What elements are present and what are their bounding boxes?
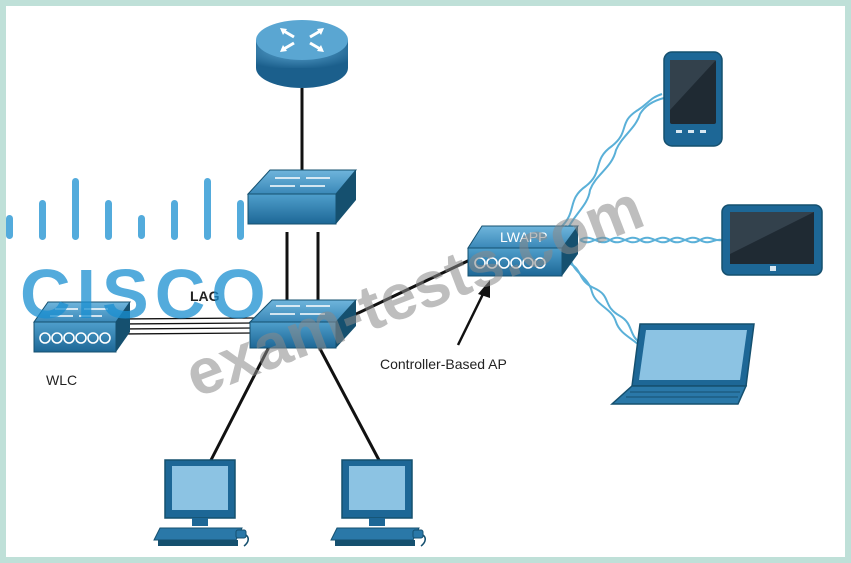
link-switch-ap (351, 256, 475, 318)
distribution-switch-icon (248, 299, 358, 349)
wireless-links (559, 93, 723, 347)
wireless-link-laptop-b (569, 257, 641, 347)
link-switch-pc-right (316, 344, 382, 463)
ap-badge-label: LWAPP (500, 229, 547, 245)
cisco-logo-watermark: CISCO (6, 178, 272, 333)
access-point-icon (467, 225, 579, 277)
wireless-link-tablet-b (579, 236, 723, 244)
wired-links (208, 88, 475, 463)
ap-caption-label: Controller-Based AP (380, 356, 507, 372)
desktop-pc-icon-right (330, 459, 426, 547)
ap-caption-arrow (456, 280, 490, 346)
wireless-link-phone (559, 93, 663, 229)
smartphone-icon (663, 51, 723, 147)
wlc-label: WLC (46, 372, 77, 388)
cisco-logo-text: CISCO (20, 255, 272, 333)
lag-bundle (117, 317, 255, 335)
tablet-icon (721, 204, 823, 276)
desktop-pc-icon-left (153, 459, 249, 547)
link-switch-pc-left (208, 344, 272, 463)
router-icon (256, 20, 348, 88)
switch-icon (246, 169, 358, 225)
lag-label: LAG (190, 288, 220, 304)
laptop-icon (610, 323, 755, 405)
wireless-link-phone-b (565, 97, 665, 233)
wlc-icon (33, 301, 131, 353)
